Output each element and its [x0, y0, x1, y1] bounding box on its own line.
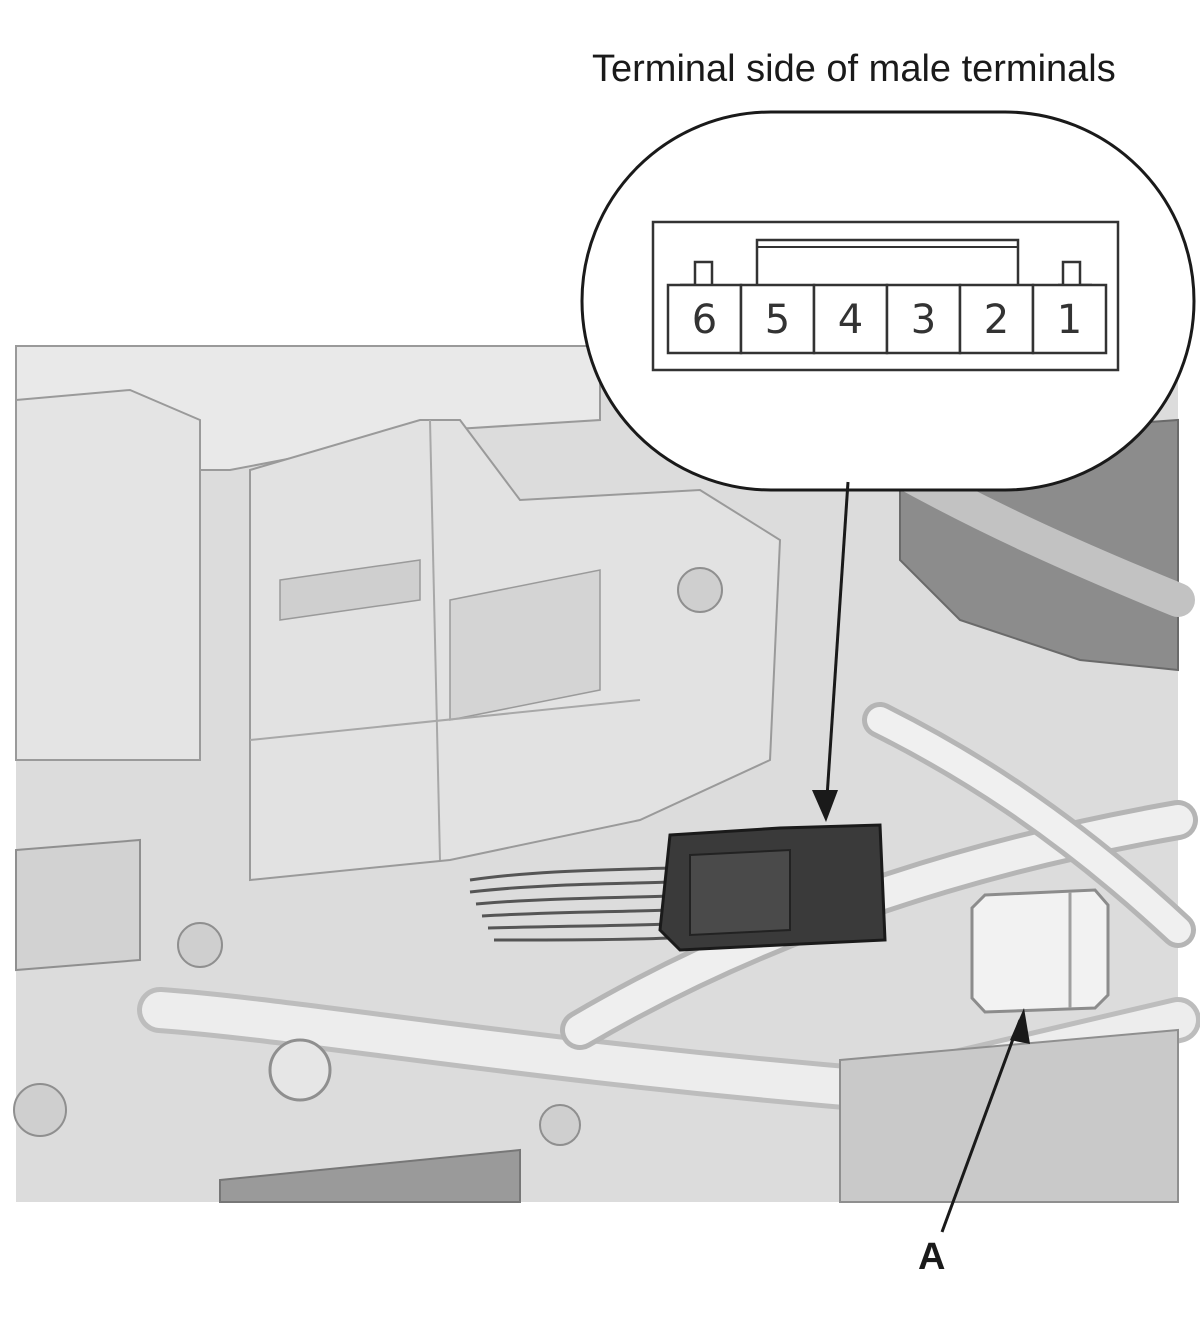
hose-right-highlight	[867, 707, 1191, 943]
housing-seam-horizontal	[249, 699, 641, 741]
hose-lower-highlight	[142, 992, 1196, 1109]
pin-number: 3	[911, 297, 936, 343]
bolt-center	[677, 567, 723, 613]
pin-cell	[812, 283, 889, 355]
housing-seam	[429, 419, 441, 861]
inset-latch	[755, 238, 1020, 285]
callout-a-arrowhead	[1010, 1008, 1030, 1044]
bolt-bottom	[539, 1104, 581, 1146]
inset-leader-line	[824, 481, 850, 813]
housing-recess	[449, 569, 601, 721]
pin-number: 2	[984, 297, 1009, 343]
pin-cell	[958, 283, 1035, 355]
bottom-component-right	[839, 1028, 1179, 1203]
scene-connector-face	[689, 848, 791, 937]
left-bracket	[15, 388, 201, 761]
pin-cell	[739, 283, 816, 355]
bolt-left	[177, 922, 223, 968]
bottom-component-left	[219, 1148, 521, 1203]
pin-cell	[885, 283, 962, 355]
pin-cell	[666, 283, 743, 355]
hose-clamp	[268, 1038, 332, 1102]
pin-number: 1	[1057, 297, 1082, 343]
inset-pin-row: 6 5 4 3 2 1	[666, 283, 1108, 355]
inset-leader-arrowhead	[812, 790, 838, 822]
bolt-lower-left	[13, 1083, 67, 1137]
connector-a	[970, 888, 1110, 1014]
pin-number: 4	[838, 297, 863, 343]
pin-cell	[1031, 283, 1108, 355]
connector-inset: 6 5 4 3 2 1	[580, 110, 1196, 822]
callout-label-a: A	[918, 1236, 946, 1278]
wire-bundle	[469, 866, 671, 942]
left-lower-block	[15, 838, 141, 972]
pin-number: 6	[692, 297, 717, 343]
inset-caption: Terminal side of male terminals	[592, 48, 1116, 90]
connector-a-body	[970, 888, 1110, 1014]
housing-slot-1	[279, 559, 421, 621]
callout-a-line	[940, 1019, 1022, 1233]
callout-a-leader	[940, 1008, 1030, 1233]
scene-connector	[658, 823, 887, 952]
pin-number: 5	[765, 297, 790, 343]
